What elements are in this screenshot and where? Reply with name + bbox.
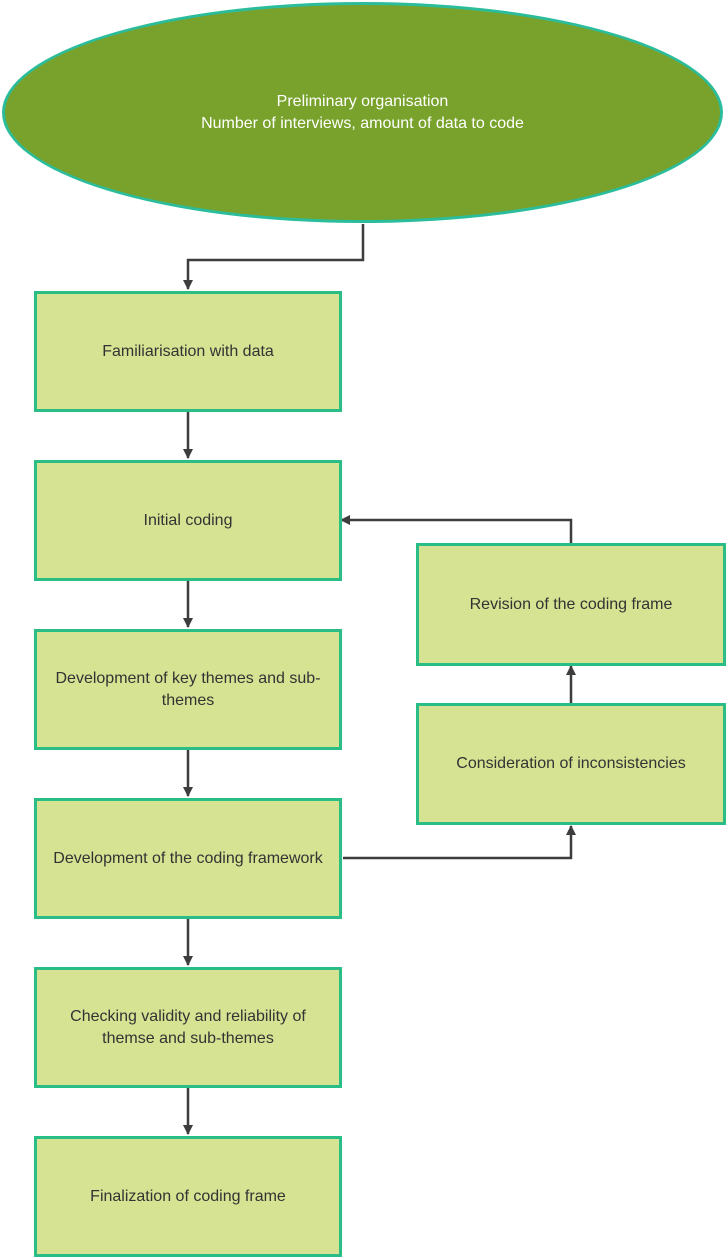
preliminary-organisation-title: Preliminary organisation [276,92,449,110]
revision-node: Revision of the coding frame [416,543,726,666]
inconsistencies-node: Consideration of inconsistencies [416,703,726,825]
arrow-start-to-familiarisation [183,224,365,290]
revision-label: Revision of the coding frame [469,595,673,613]
coding-framework-node: Development of the coding framework [34,798,342,919]
initial-coding-node: Initial coding [34,460,342,581]
preliminary-organisation-node: Preliminary organisation Number of inter… [2,2,723,223]
key-themes-label: Development of key themes and sub-themes [55,669,321,709]
checking-validity-label: Checking validity and reliability of the… [70,1007,306,1047]
finalization-label: Finalization of coding frame [90,1187,286,1205]
finalization-node: Finalization of coding frame [34,1136,342,1257]
arrow-revision-to-initial-coding [340,515,573,545]
familiarisation-label: Familiarisation with data [102,342,274,360]
key-themes-node: Development of key themes and sub-themes [34,629,342,750]
coding-framework-label: Development of the coding framework [53,849,323,867]
preliminary-organisation-subtitle: Number of interviews, amount of data to … [201,114,524,132]
initial-coding-label: Initial coding [143,511,233,529]
familiarisation-node: Familiarisation with data [34,291,342,412]
arrow-coding-framework-to-inconsistencies [343,825,576,860]
checking-validity-node: Checking validity and reliability of the… [34,967,342,1088]
inconsistencies-label: Consideration of inconsistencies [456,755,686,772]
